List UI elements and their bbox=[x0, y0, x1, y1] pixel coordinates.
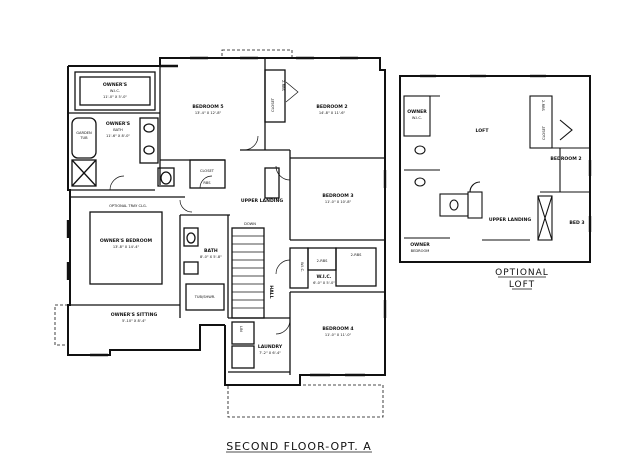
optional-loft-caption-line2: LOFT bbox=[509, 280, 535, 290]
owners-wic-sub: W.I.C. bbox=[110, 89, 120, 93]
linen-label: LIN bbox=[239, 326, 243, 332]
loft-owner-wic-sub: W.I.C. bbox=[412, 116, 422, 120]
loft-closet-label: CLOSET bbox=[542, 125, 546, 140]
bedroom2-dims: 14'-8" X 11'-6" bbox=[319, 111, 346, 115]
loft-upper-landing-label: UPPER LANDING bbox=[489, 217, 531, 223]
optional-loft-caption-line1: OPTIONAL bbox=[495, 268, 549, 278]
loft-plan-interior bbox=[403, 95, 590, 241]
loft-rbs-label: 2-RBS bbox=[541, 100, 545, 111]
wic4-dims: 6'-0" X 5'-0" bbox=[313, 281, 335, 285]
door-swings bbox=[109, 81, 299, 335]
bedroom5-dims: 13'-4" X 12'-8" bbox=[195, 111, 222, 115]
garden-tub-label: GARDEN bbox=[76, 131, 92, 135]
down-label: DOWN bbox=[244, 222, 256, 226]
laundry-label: LAUNDRY bbox=[258, 344, 283, 350]
owners-bedroom-dims: 13'-8" X 14'-4" bbox=[113, 245, 140, 249]
shelf-b2-label: 2-RBS bbox=[281, 80, 285, 91]
bath-dims: 8'-0" X 5'-8" bbox=[200, 255, 222, 259]
main-plan-labels: OWNER'S W.I.C. 11'-0" X 5'-0" OWNER'S BA… bbox=[76, 80, 362, 355]
bedroom4-label: BEDROOM 4 bbox=[322, 326, 353, 332]
bedroom3-label: BEDROOM 3 bbox=[322, 193, 353, 199]
wic4-label: W.I.C. bbox=[316, 274, 331, 280]
loft-bed3-label: BED 3 bbox=[569, 220, 584, 226]
owners-wic-dims: 11'-0" X 5'-0" bbox=[103, 95, 127, 99]
bath-label: BATH bbox=[204, 248, 218, 254]
floor-title: SECOND FLOOR-OPT. A bbox=[226, 440, 372, 453]
owners-bath-dims: 11'-6" X 8'-0" bbox=[106, 134, 130, 138]
loft-owner-bedroom-label: OWNER bbox=[410, 242, 430, 248]
tub-shwr-label: TUB/SHWR. bbox=[194, 295, 216, 299]
optional-tray-label: OPTIONAL TRAY CLG. bbox=[109, 204, 147, 208]
hall-label: HALL bbox=[268, 285, 274, 298]
owners-bedroom-label: OWNER'S BEDROOM bbox=[100, 238, 153, 244]
loft-plan-labels: OWNER W.I.C. LOFT CLOSET 2-RBS BEDROOM 2… bbox=[407, 100, 584, 253]
loft-label: LOFT bbox=[476, 128, 490, 134]
upper-landing-label: UPPER LANDING bbox=[241, 198, 283, 204]
bedroom4-dims: 11'-0" X 11'-0" bbox=[325, 333, 352, 337]
wic3-label: W.I.C. bbox=[300, 262, 304, 272]
owners-bath-sub: BATH bbox=[113, 128, 123, 132]
closet-b2-label: CLOSET bbox=[271, 97, 275, 112]
laundry-dims: 7'-2" X 6'-4" bbox=[259, 351, 281, 355]
garden-tub-sub: TUB bbox=[79, 136, 88, 140]
owners-bath-label: OWNER'S bbox=[106, 121, 130, 127]
closet-b5-label: CLOSET bbox=[200, 169, 215, 173]
bedroom2-label: BEDROOM 2 bbox=[316, 104, 347, 110]
loft-bedroom2-label: BEDROOM 2 bbox=[550, 156, 581, 162]
rbs-b-label: 2-RBS bbox=[351, 253, 362, 257]
windows bbox=[66, 56, 387, 377]
loft-plan-walls bbox=[399, 75, 591, 263]
bedroom5-label: BEDROOM 5 bbox=[192, 104, 223, 110]
main-plan-interior-walls bbox=[68, 58, 385, 375]
rbs-b5-label: RBS bbox=[203, 181, 211, 185]
bedroom3-dims: 11'-0" X 10'-8" bbox=[325, 200, 352, 204]
owners-sitting-dims: 5'-10" X 8'-4" bbox=[122, 319, 146, 323]
owners-wic-label: OWNER'S bbox=[103, 82, 127, 88]
loft-owner-bedroom-sub: BEDROOM bbox=[411, 249, 430, 253]
rbs-a-label: 2-RBS bbox=[317, 259, 328, 263]
owners-sitting-label: OWNER'S SITTING bbox=[111, 312, 158, 318]
loft-owner-wic-label: OWNER bbox=[407, 109, 427, 115]
loft-windows bbox=[420, 74, 592, 232]
